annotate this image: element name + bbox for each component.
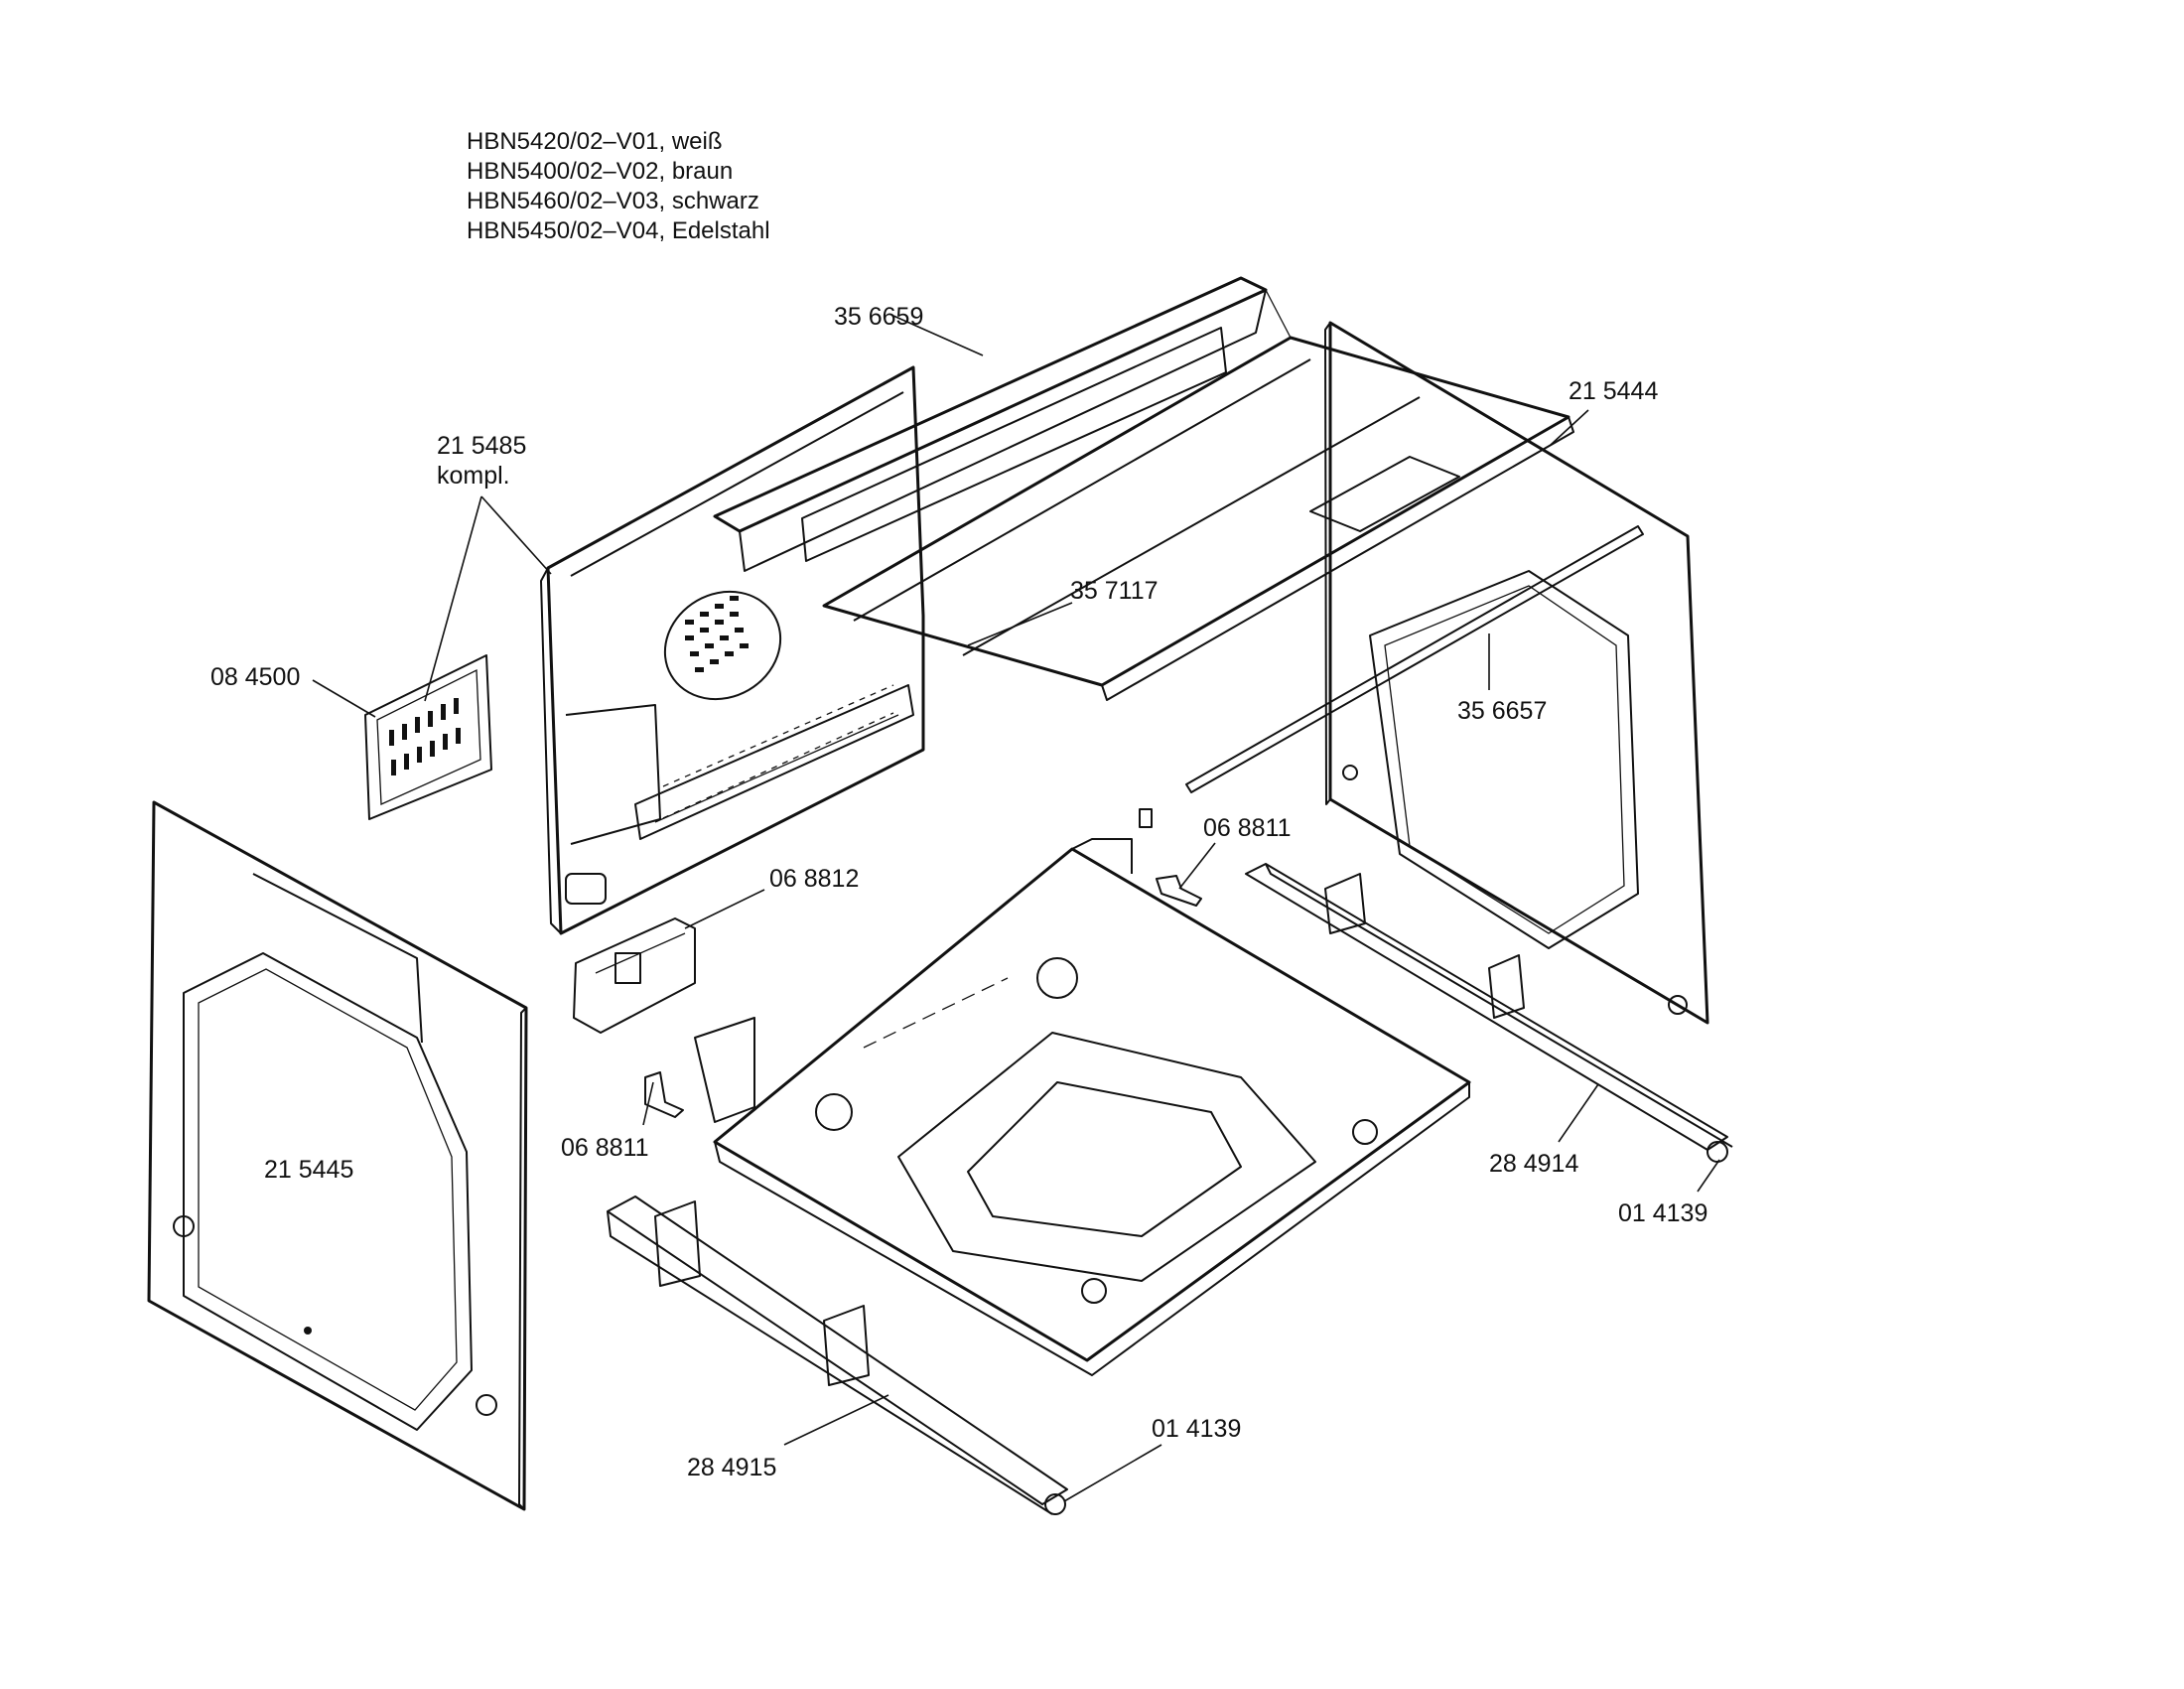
model-line-1: HBN5420/02–V01, weiß	[467, 128, 722, 155]
rear-panel-drawing	[540, 365, 925, 935]
left-panel-drawing	[147, 800, 528, 1511]
right-panel-drawing	[1324, 321, 1709, 1025]
label-01-4139-left: 01 4139	[1152, 1415, 1241, 1443]
label-35-6657: 35 6657	[1457, 697, 1547, 725]
model-line-2: HBN5400/02–V02, braun	[467, 158, 733, 185]
label-kompl: kompl.	[437, 462, 510, 490]
label-06-8811-left: 06 8811	[561, 1134, 649, 1162]
model-list: HBN5420/02–V01, weiß HBN5400/02–V02, bra…	[467, 128, 770, 244]
label-28-4915: 28 4915	[687, 1454, 776, 1481]
label-35-6659: 35 6659	[834, 303, 923, 331]
label-21-5485: 21 5485	[437, 432, 526, 460]
label-08-4500: 08 4500	[210, 663, 300, 691]
label-06-8812: 06 8812	[769, 865, 859, 893]
model-line-4: HBN5450/02–V04, Edelstahl	[467, 217, 770, 244]
vent-slots	[685, 596, 749, 672]
small-bracket-left-drawing	[644, 1071, 684, 1118]
label-35-7117: 35 7117	[1070, 577, 1159, 605]
label-21-5445: 21 5445	[264, 1156, 353, 1184]
label-21-5444: 21 5444	[1569, 377, 1658, 405]
bottom-tray-drawing	[694, 838, 1471, 1376]
top-assembly-drawing	[713, 276, 1644, 793]
model-line-3: HBN5460/02–V03, schwarz	[467, 188, 759, 214]
bracket-box-drawing	[573, 917, 696, 1034]
circuit-board-drawing	[364, 654, 492, 820]
label-28-4914: 28 4914	[1489, 1150, 1578, 1178]
leader-lines	[312, 315, 1720, 1502]
small-bracket-right-drawing	[1139, 808, 1202, 907]
right-runner-drawing	[1245, 863, 1733, 1163]
label-01-4139-right: 01 4139	[1618, 1199, 1707, 1227]
label-06-8811-right: 06 8811	[1203, 814, 1292, 842]
part-labels: 35 6659 21 5444 21 5485 kompl. 35 7117 3…	[210, 303, 1707, 1481]
left-runner-drawing	[607, 1196, 1068, 1515]
